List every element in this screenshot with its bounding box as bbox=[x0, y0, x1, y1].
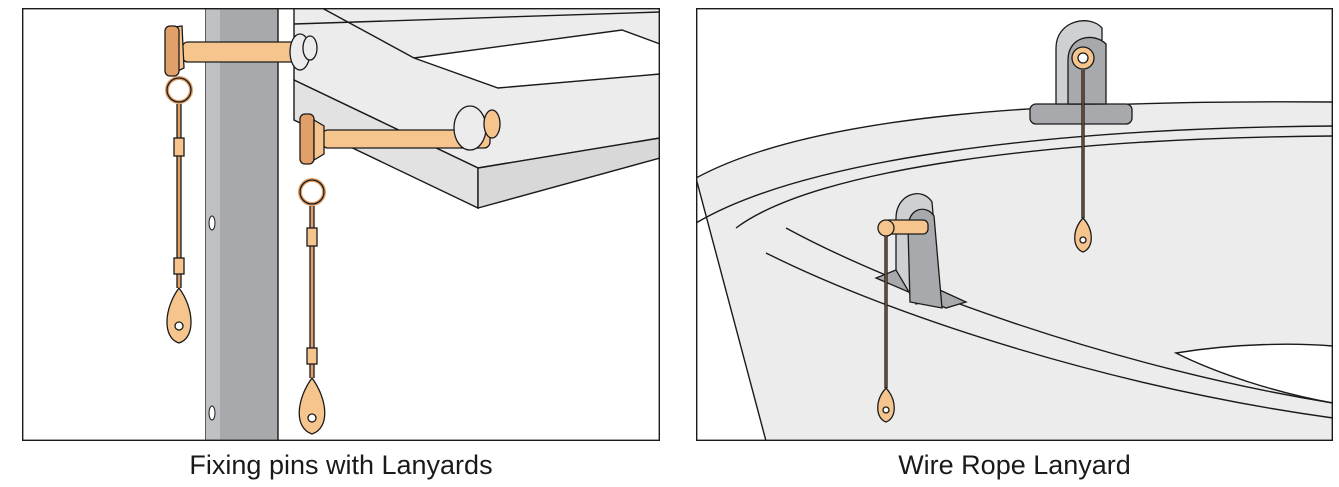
fixing-pin-1 bbox=[164, 25, 318, 344]
vertical-post bbox=[205, 8, 279, 441]
boat-hull bbox=[696, 101, 1333, 441]
wire-rope-lanyard-illustration bbox=[696, 8, 1333, 441]
bracket-back bbox=[1029, 20, 1133, 253]
fixing-pin-2 bbox=[298, 105, 501, 435]
fixing-pins-illustration bbox=[22, 8, 660, 441]
caption-wire-rope-lanyard: Wire Rope Lanyard bbox=[898, 450, 1131, 480]
caption-fixing-pins: Fixing pins with Lanyards bbox=[189, 450, 493, 480]
bracket-front bbox=[874, 193, 968, 423]
